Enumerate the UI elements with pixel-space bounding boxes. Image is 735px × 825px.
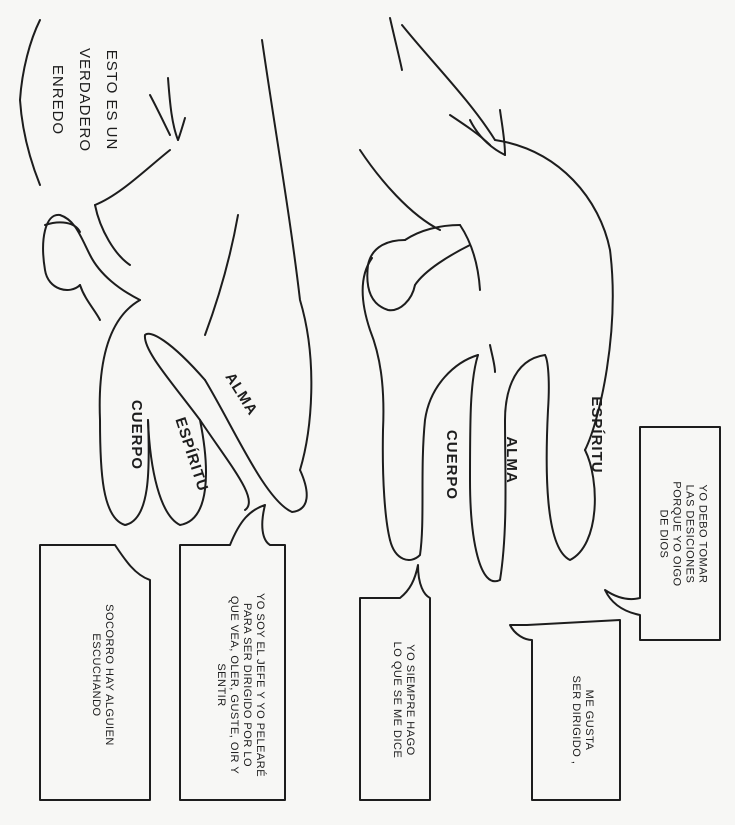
speech-bubble-left-espiritu: SOCORRO HAY ALGUIEN ESCUCHANDO [90, 604, 115, 746]
left-hand-outline [19, 19, 313, 526]
bubble-outline-right-alma [509, 619, 621, 801]
bubble-outline-right-espiritu [604, 426, 721, 641]
left-caption: ESTO ES UN VERDADERO ENREDO [49, 47, 120, 153]
speech-bubble-right-alma: ME GUSTA SER DIRIGIDO , [570, 675, 595, 765]
left-finger-label-cuerpo: CUERPO [128, 399, 145, 471]
right-hand-outline [359, 17, 614, 583]
speech-bubble-right-cuerpo: YO SIEMPRE HAGO LO QUE SE ME DICE [391, 641, 416, 759]
bubble-outline-left-espiritu [39, 544, 151, 801]
right-finger-label-cuerpo: CUERPO [443, 429, 460, 501]
speech-bubble-right-espiritu: YO DEBO TOMAR LAS DESICIONES PORQUE YO O… [657, 481, 709, 587]
speech-bubble-left-alma: YO SOY EL JEFE Y YO PELEARÉ PARA SER DIR… [215, 592, 266, 778]
right-finger-label-espiritu: ESPÍRITU [588, 396, 605, 474]
bubble-outline-right-cuerpo [359, 564, 431, 801]
bubble-outline-left-alma [179, 504, 286, 801]
right-finger-label-alma: ALMA [503, 436, 520, 484]
